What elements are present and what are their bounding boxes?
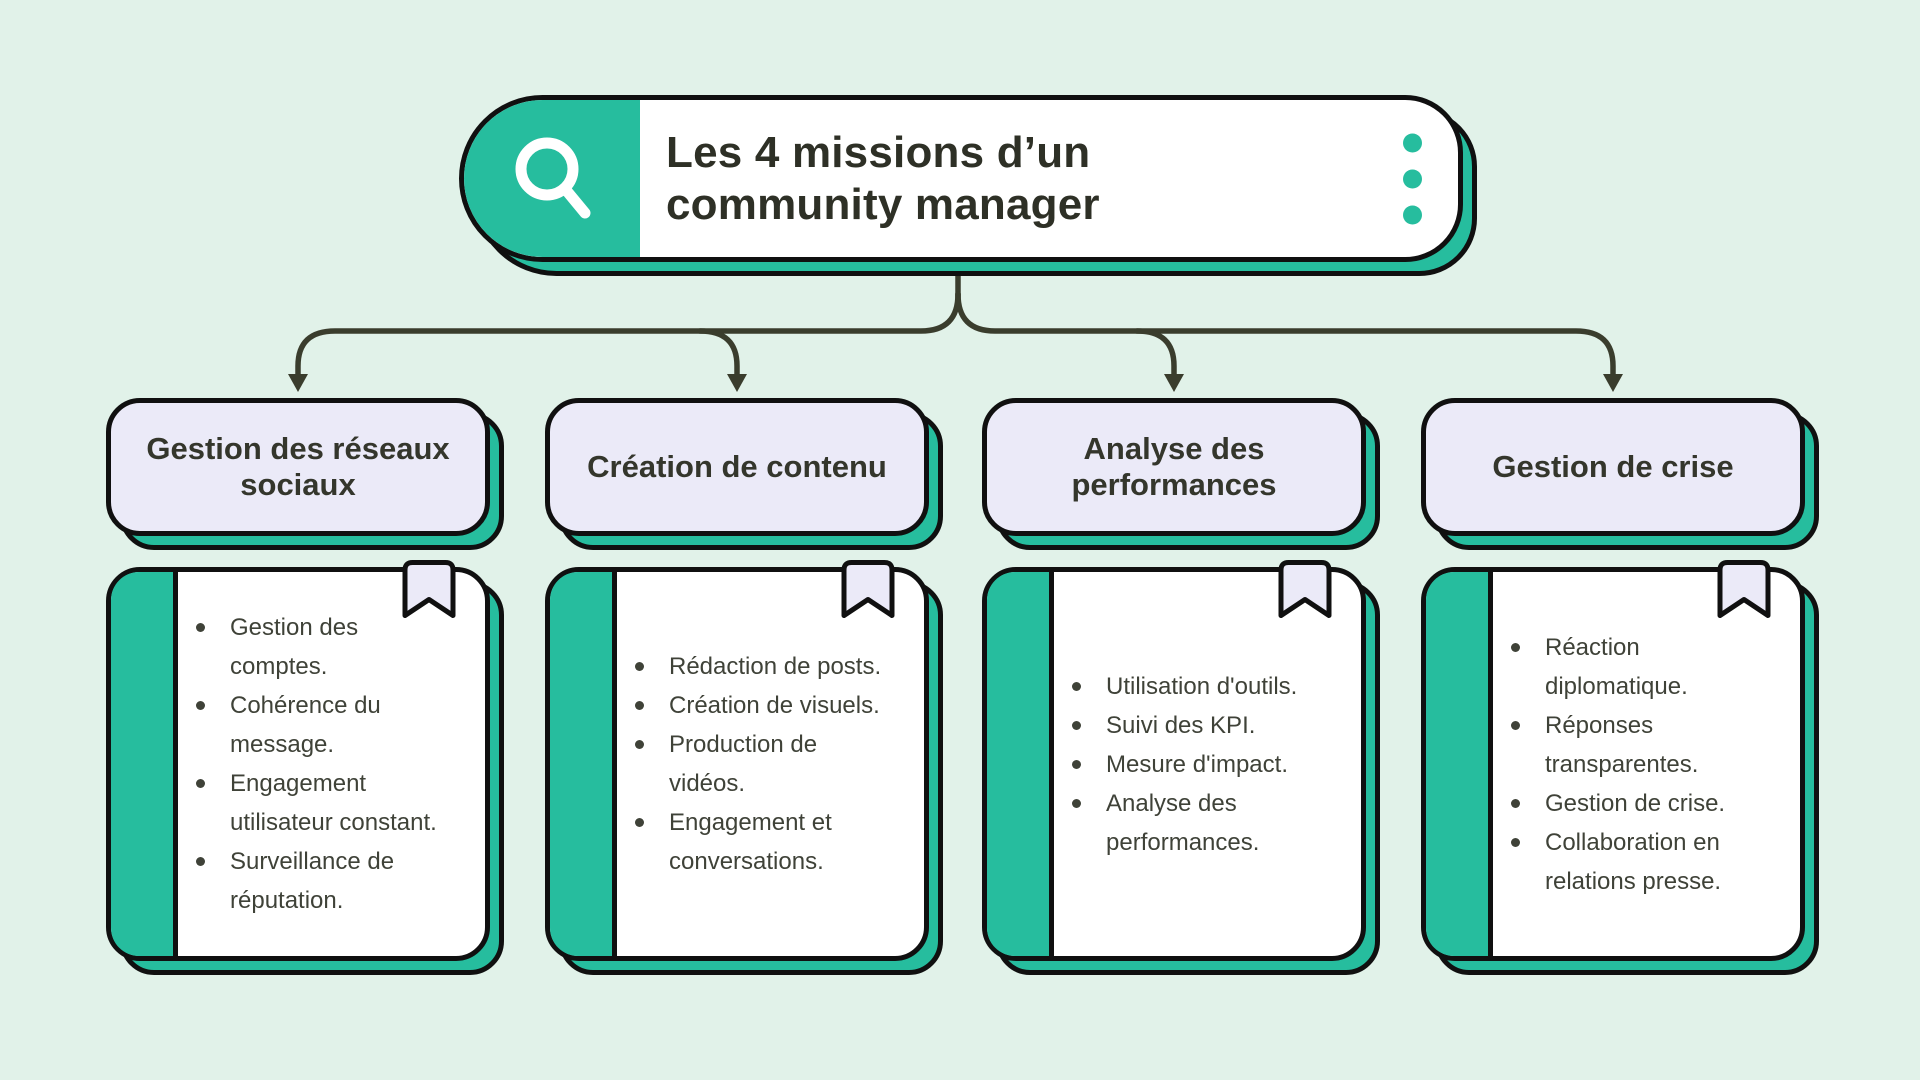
card-content: Rédaction de posts. Création de visuels.… (617, 572, 920, 956)
list-item: Engagement et conversations. (635, 803, 897, 881)
branch-header-label: Création de contenu (545, 398, 929, 536)
list-item: Mesure d'impact. (1072, 745, 1334, 784)
branch-card-front: Rédaction de posts. Création de visuels.… (545, 560, 929, 961)
arrowhead-icon (727, 374, 747, 392)
search-icon (515, 137, 591, 218)
card-spine (111, 572, 178, 956)
branch-header-label: Gestion de crise (1421, 398, 1805, 536)
list-item: Surveillance de réputation. (196, 842, 458, 920)
connector-branch-3 (1134, 328, 1177, 380)
branch-card-gestion-crise: Réaction diplomatique. Réponses transpar… (1421, 560, 1819, 975)
list-item: Cohérence du message. (196, 686, 458, 764)
list-item: Réaction diplomatique. (1511, 628, 1773, 706)
branch-card-front: Gestion des comptes. Cohérence du messag… (106, 560, 490, 961)
menu-dot (1403, 133, 1422, 152)
list-item: Gestion de crise. (1511, 784, 1773, 823)
list-item: Création de visuels. (635, 686, 897, 725)
title-search-bar: Les 4 missions d’un community manager (459, 95, 1477, 276)
card-spine (1426, 572, 1493, 956)
bullet-list: Utilisation d'outils. Suivi des KPI. Mes… (1062, 667, 1334, 862)
menu-dot (1403, 169, 1422, 188)
page-title: Les 4 missions d’un community manager (666, 127, 1100, 229)
card-spine (987, 572, 1054, 956)
branch-header-analyse-performances: Analyse des performances (982, 398, 1380, 550)
connector-branch-2 (697, 328, 740, 380)
branch-header-gestion-reseaux: Gestion des réseaux sociaux (106, 398, 504, 550)
arrowhead-icon (1603, 374, 1623, 392)
card-content: Gestion des comptes. Cohérence du messag… (178, 572, 481, 956)
card-spine (550, 572, 617, 956)
menu-dot (1403, 205, 1422, 224)
bookmark-icon (402, 560, 456, 618)
connector-branch-4 (955, 291, 1616, 380)
list-item: Collaboration en relations presse. (1511, 823, 1773, 901)
bullet-list: Rédaction de posts. Création de visuels.… (625, 647, 897, 881)
bullet-list: Réaction diplomatique. Réponses transpar… (1501, 628, 1773, 901)
title-bar-front: Les 4 missions d’un community manager (459, 95, 1463, 262)
arrowhead-icon (288, 374, 308, 392)
branch-card-analyse-performances: Utilisation d'outils. Suivi des KPI. Mes… (982, 560, 1380, 975)
card-content: Utilisation d'outils. Suivi des KPI. Mes… (1054, 572, 1357, 956)
list-item: Utilisation d'outils. (1072, 667, 1334, 706)
list-item: Réponses transparentes. (1511, 706, 1773, 784)
branch-card-front: Utilisation d'outils. Suivi des KPI. Mes… (982, 560, 1366, 961)
list-item: Engagement utilisateur constant. (196, 764, 458, 842)
kebab-menu-icon[interactable] (1403, 133, 1422, 224)
branch-card-creation-contenu: Rédaction de posts. Création de visuels.… (545, 560, 943, 975)
arrowhead-icon (1164, 374, 1184, 392)
card-content: Réaction diplomatique. Réponses transpar… (1493, 572, 1796, 956)
list-item: Suivi des KPI. (1072, 706, 1334, 745)
branch-header-creation-contenu: Création de contenu (545, 398, 943, 550)
bookmark-icon (1717, 560, 1771, 618)
connector-branch-1 (295, 291, 961, 380)
branch-header-gestion-crise: Gestion de crise (1421, 398, 1819, 550)
branch-card-front: Réaction diplomatique. Réponses transpar… (1421, 560, 1805, 961)
bookmark-icon (841, 560, 895, 618)
branch-card-gestion-reseaux: Gestion des comptes. Cohérence du messag… (106, 560, 504, 975)
search-icon-area (464, 100, 640, 257)
list-item: Analyse des performances. (1072, 784, 1334, 862)
branch-header-label: Analyse des performances (982, 398, 1366, 536)
list-item: Gestion des comptes. (196, 608, 458, 686)
bookmark-icon (1278, 560, 1332, 618)
bullet-list: Gestion des comptes. Cohérence du messag… (186, 608, 458, 920)
list-item: Production de vidéos. (635, 725, 897, 803)
list-item: Rédaction de posts. (635, 647, 897, 686)
branch-header-label: Gestion des réseaux sociaux (106, 398, 490, 536)
